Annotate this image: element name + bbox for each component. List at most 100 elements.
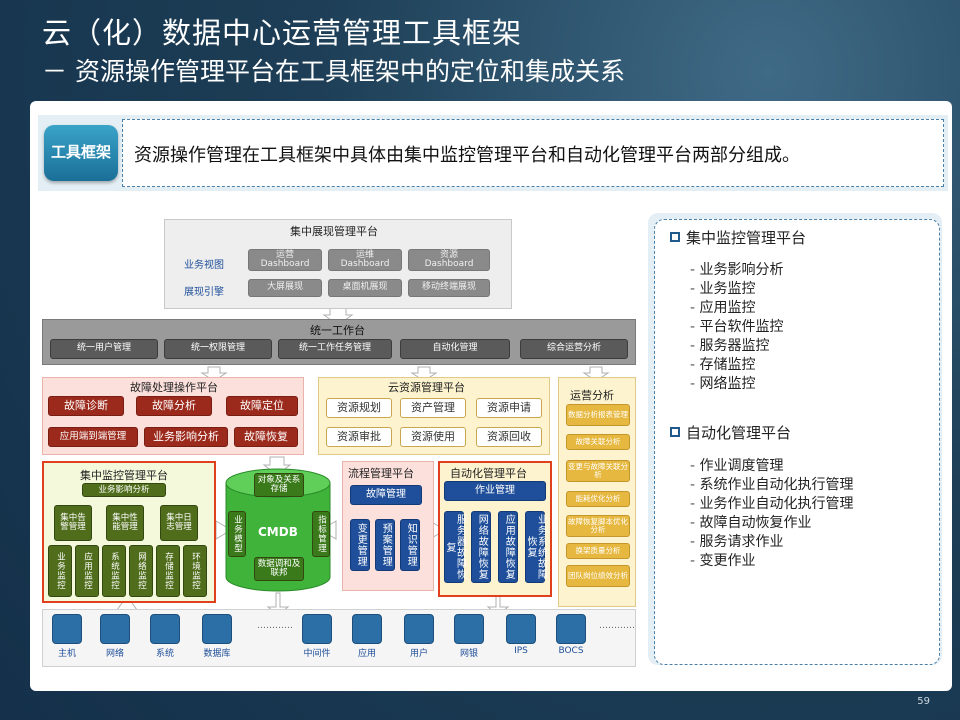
infra-device-icon — [506, 614, 536, 644]
dash-bullet-icon: - — [690, 515, 700, 531]
monitoring-title: 集中监控管理平台 — [80, 469, 168, 482]
page-number: 59 — [917, 696, 930, 707]
monitoring-bottom-3: 系统监控 — [102, 545, 126, 597]
automation-item-4: 业务系统故障恢复 — [525, 511, 547, 583]
ops-item-4: 能耗优化分析 — [566, 491, 630, 507]
fault-item-5: 业务影响分析 — [144, 427, 228, 447]
automation-title: 自动化管理平台 — [450, 467, 527, 480]
dash-bullet-icon: - — [690, 262, 700, 278]
infra-device-icon — [100, 614, 130, 644]
process-title: 流程管理平台 — [348, 467, 414, 480]
ops-item-7: 团队岗位绩效分析 — [566, 565, 630, 587]
infra-device-icon — [302, 614, 332, 644]
fault-item-3: 故障定位 — [226, 396, 298, 416]
dash-bullet-icon: - — [690, 458, 700, 474]
ops-item-6: 换架质量分析 — [566, 543, 630, 559]
workbench-title: 统一工作台 — [310, 324, 365, 337]
right-section2-title: 自动化管理平台 — [686, 424, 792, 442]
right-list-item-text: 平台软件监控 — [699, 319, 784, 335]
dash-bullet-icon: - — [690, 357, 700, 373]
right-panel-inner — [654, 219, 940, 665]
display-platform-title: 集中展现管理平台 — [290, 225, 378, 238]
monitoring-top: 业务影响分析 — [82, 483, 166, 497]
workbench-item-4: 自动化管理 — [400, 339, 510, 359]
dash-bullet-icon: - — [690, 496, 700, 512]
right-list-item: - 网络监控 — [690, 373, 756, 393]
infra-device-icon — [404, 614, 434, 644]
infra-device-icon — [202, 614, 232, 644]
infra-ellipsis: ………… — [599, 621, 635, 631]
cloud-item-3: 资源申请 — [476, 398, 542, 418]
cloud-item-4: 资源审批 — [326, 427, 392, 447]
infra-label: IPS — [514, 646, 528, 656]
display-item-1: 运营 Dashboard — [248, 249, 322, 271]
dash-bullet-icon: - — [690, 281, 700, 297]
infra-label: 中间件 — [303, 649, 331, 659]
right-list-item: - 服务器监控 — [690, 335, 770, 355]
automation-item-3: 应用故障恢复 — [498, 511, 518, 583]
cmdb-top: 对象及关系存储 — [254, 473, 304, 497]
infra-label: 用户 — [409, 649, 428, 659]
infra-box — [42, 609, 636, 667]
ops-item-3: 变更与故障关联分析 — [566, 460, 630, 482]
display-row1-label: 业务视图 — [184, 260, 224, 271]
cloud-resource-title: 云资源管理平台 — [388, 381, 465, 394]
right-list-item: - 系统作业自动化执行管理 — [690, 474, 854, 494]
display-item-6: 移动终端展现 — [408, 279, 490, 297]
automation-top: 作业管理 — [444, 481, 546, 501]
right-list-item: - 业务作业自动化执行管理 — [690, 493, 854, 513]
monitoring-bottom-6: 环境监控 — [183, 545, 207, 597]
right-list-item-text: 业务影响分析 — [699, 262, 784, 278]
monitoring-bottom-5: 存储监控 — [156, 545, 180, 597]
fault-item-1: 故障诊断 — [48, 396, 124, 416]
right-list-item-text: 服务请求作业 — [699, 534, 784, 550]
monitoring-bottom-1: 业务监控 — [48, 545, 72, 597]
cloud-item-2: 资产管理 — [400, 398, 466, 418]
right-list-item-text: 存储监控 — [699, 357, 756, 373]
fault-platform-title: 故障处理操作平台 — [130, 381, 218, 394]
infra-label: 系统 — [155, 649, 174, 659]
ops-item-2: 故障关联分析 — [566, 434, 630, 450]
right-list-item-text: 业务作业自动化执行管理 — [699, 496, 854, 512]
infra-device-icon — [150, 614, 180, 644]
infra-ellipsis: ………… — [257, 621, 293, 631]
dash-bullet-icon: - — [690, 338, 700, 354]
right-list-item: - 存储监控 — [690, 354, 756, 374]
monitoring-bottom-2: 应用监控 — [75, 545, 99, 597]
cloud-item-6: 资源回收 — [476, 427, 542, 447]
right-list-item-text: 作业调度管理 — [699, 458, 784, 474]
automation-item-1: 服务器故障恢复 — [444, 511, 466, 583]
display-item-5: 桌面机展现 — [328, 279, 402, 297]
fault-item-6: 故障恢复 — [234, 427, 298, 447]
right-list-item-text: 系统作业自动化执行管理 — [699, 477, 854, 493]
infra-label: 应用 — [357, 649, 376, 659]
slide-subtitle: － 资源操作管理平台在工具框架中的定位和集成关系 — [42, 57, 625, 86]
square-bullet-icon — [670, 232, 680, 242]
callout-text: 资源操作管理在工具框架中具体由集中监控管理平台和自动化管理平台两部分组成。 — [134, 145, 800, 166]
cmdb-right: 指标管理 — [312, 511, 330, 557]
right-list-item: - 业务影响分析 — [690, 259, 784, 279]
right-list-item-text: 业务监控 — [699, 281, 756, 297]
monitoring-mid-1: 集中告警管理 — [54, 505, 92, 541]
right-list-item: - 作业调度管理 — [690, 455, 784, 475]
callout-tag: 工具框架 — [44, 125, 118, 181]
right-list-item: - 变更作业 — [690, 550, 756, 570]
display-item-3: 资源 Dashboard — [408, 249, 490, 271]
right-list-item-text: 应用监控 — [699, 300, 756, 316]
cloud-item-1: 资源规划 — [326, 398, 392, 418]
process-item-1: 变更管理 — [350, 519, 370, 571]
infra-label: 网银 — [459, 649, 478, 659]
content-panel: 工具框架 资源操作管理在工具框架中具体由集中监控管理平台和自动化管理平台两部分组… — [30, 101, 952, 691]
dash-bullet-icon: - — [690, 376, 700, 392]
square-bullet-icon — [670, 427, 680, 437]
right-list-item: - 故障自动恢复作业 — [690, 512, 812, 532]
cloud-item-5: 资源使用 — [400, 427, 466, 447]
dash-bullet-icon: - — [690, 534, 700, 550]
cmdb-center: CMDB — [258, 525, 298, 539]
workbench-item-3: 统一工作任务管理 — [278, 339, 392, 359]
workbench-item-2: 统一权限管理 — [164, 339, 272, 359]
dash-bullet-icon: - — [690, 477, 700, 493]
infra-device-icon — [556, 614, 586, 644]
right-list-item-text: 服务器监控 — [699, 338, 770, 354]
infra-label: 数据库 — [203, 649, 231, 659]
